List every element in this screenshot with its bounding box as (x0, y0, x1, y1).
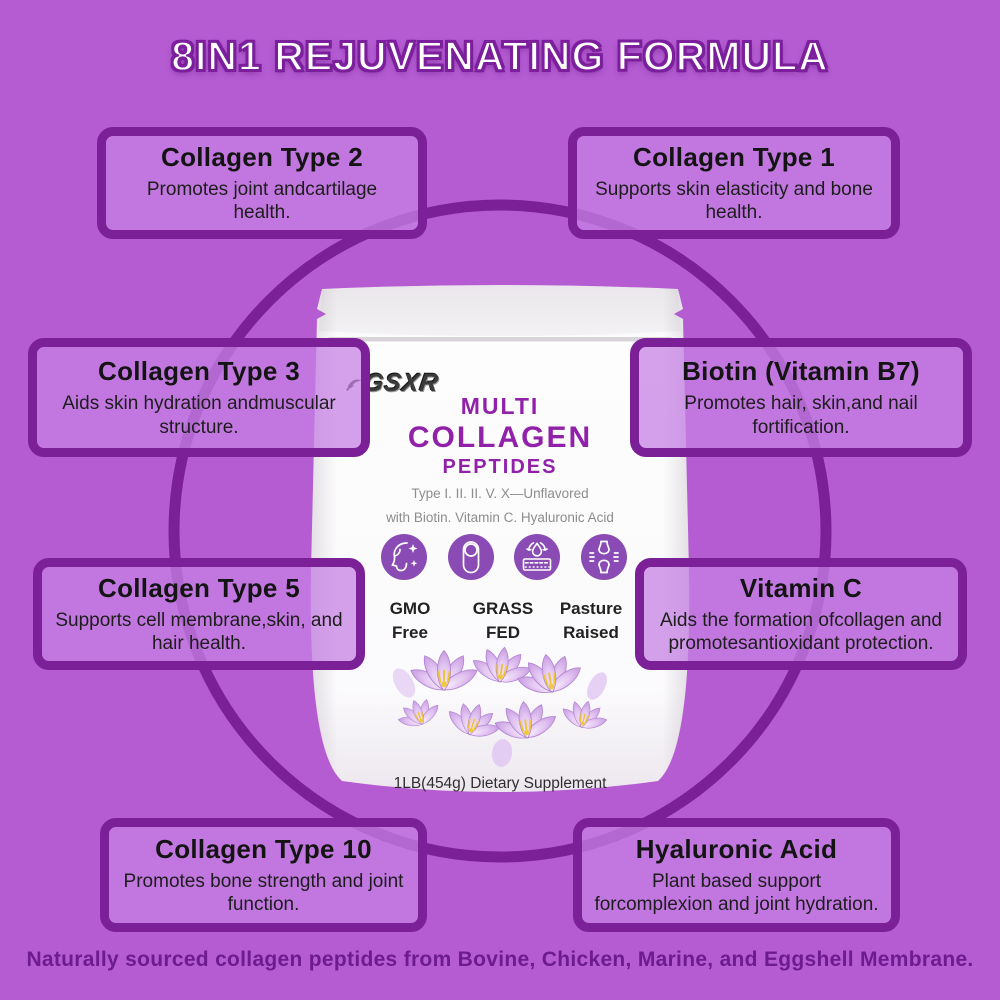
pouch-shape (310, 285, 690, 792)
size-line: 1LB(454g) Dietary Supplement (393, 775, 607, 792)
badge-line: FED (486, 622, 520, 642)
box-title: Collagen Type 1 (633, 141, 835, 172)
product-line-2: COLLAGEN (407, 421, 593, 454)
box-desc: Promotes hair, skin,and nail fortificati… (684, 393, 918, 438)
joint-icon (580, 534, 627, 580)
info-box-biotin: Biotin (Vitamin B7) Promotes hair, skin,… (630, 338, 972, 457)
info-box-collagen-type-2: Collagen Type 2 Promotes joint andcartil… (97, 127, 427, 239)
box-desc: Plant based support forcomplexion and jo… (594, 870, 879, 915)
box-title: Collagen Type 3 (98, 356, 300, 387)
box-desc: Promotes joint andcartilage health. (146, 178, 378, 223)
info-box-collagen-type-5: Collagen Type 5 Supports cell membrane,s… (33, 558, 365, 670)
pouch-zipper (328, 337, 672, 342)
badge-line: Free (392, 622, 428, 642)
badge-pasture-raised: Pasture Raised (546, 597, 636, 645)
footer-note: Naturally sourced collagen peptides from… (26, 948, 974, 971)
product-line-3: PEPTIDES (442, 456, 558, 478)
badge-grass-fed: GRASS FED (458, 597, 548, 645)
box-desc: Aids the formation ofcollagen and promot… (659, 609, 942, 654)
type-line: Type I. II. II. V. X—Unflavored (411, 486, 589, 501)
box-desc: Promotes bone strength and joint functio… (123, 870, 404, 915)
product-line-1: MULTI (460, 393, 540, 419)
info-box-collagen-type-3: Collagen Type 3 Aids skin hydration andm… (28, 338, 370, 457)
pouch-top-seal (319, 285, 681, 336)
face-beauty-icon (381, 534, 427, 580)
box-title: Collagen Type 5 (98, 572, 300, 603)
box-desc: Supports cell membrane,skin, and hair he… (55, 609, 343, 654)
box-title: Hyaluronic Acid (635, 833, 838, 864)
badge-line: GRASS (472, 599, 534, 618)
badge-line: Raised (563, 622, 619, 642)
box-title: Biotin (Vitamin B7) (682, 356, 920, 387)
badge-line: Pasture (559, 599, 623, 618)
info-box-hyaluronic-acid: Hyaluronic Acid Plant based support forc… (573, 818, 900, 932)
page-title: 8IN1 REJUVENATING FORMULA (170, 32, 829, 80)
box-title: Collagen Type 10 (155, 833, 372, 864)
box-desc: Supports skin elasticity and bone health… (595, 178, 873, 223)
box-title: Collagen Type 2 (161, 141, 363, 172)
info-box-collagen-type-1: Collagen Type 1 Supports skin elasticity… (568, 127, 900, 239)
badge-gmo-free: GMO Free (365, 597, 455, 645)
box-title: Vitamin C (739, 572, 863, 603)
flower-illustration (391, 642, 613, 767)
info-box-collagen-type-10: Collagen Type 10 Promotes bone strength … (100, 818, 427, 932)
with-line: with Biotin. Vitamin C. Hyaluronic Acid (386, 510, 614, 525)
product-pouch: GSXR MULTI COLLAGEN PEPTIDES Type I. II.… (300, 281, 700, 806)
box-desc: Aids skin hydration andmuscular structur… (62, 393, 336, 438)
benefit-icons-row (381, 534, 627, 580)
info-box-vitamin-c: Vitamin C Aids the formation ofcollagen … (635, 558, 967, 670)
skin-hydration-icon (514, 534, 561, 580)
badge-line: GMO (389, 599, 431, 618)
fingernail-icon (447, 534, 494, 580)
